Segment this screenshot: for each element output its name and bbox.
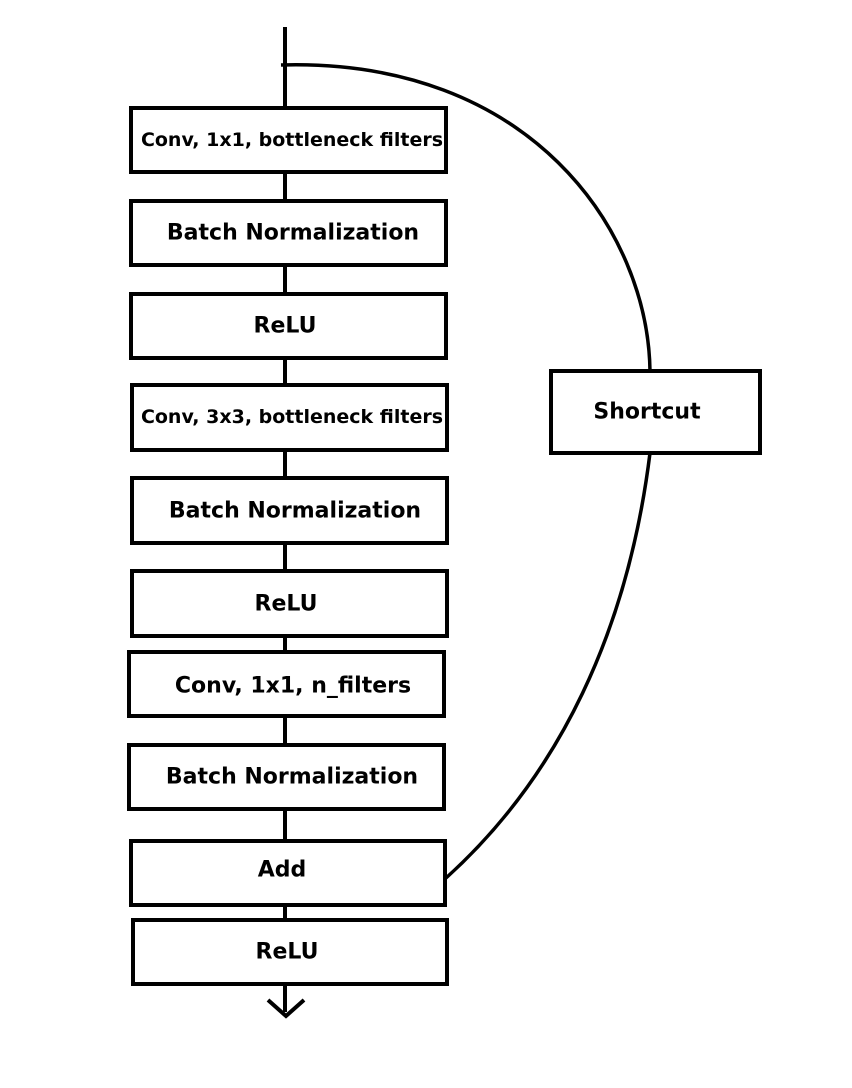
block-conv2: Conv, 3x3, bottleneck filters — [130, 383, 449, 452]
block-conv1: Conv, 1x1, bottleneck filters — [129, 106, 448, 174]
block-conv3-label: Conv, 1x1, n_filters — [175, 674, 411, 699]
block-bn2-box — [130, 476, 449, 545]
block-bn3-label: Batch Normalization — [166, 765, 418, 790]
output-arrow-icon — [266, 998, 306, 1019]
block-relu1-box — [129, 292, 448, 360]
block-bn3-box — [127, 743, 446, 811]
block-relu3-label: ReLU — [256, 940, 319, 965]
shortcut-label: Shortcut — [593, 400, 701, 425]
block-conv2-box — [130, 383, 449, 452]
block-relu2: ReLU — [130, 569, 449, 638]
block-bn1-box — [129, 199, 448, 267]
block-bn1: Batch Normalization — [129, 199, 448, 267]
block-bn1-label: Batch Normalization — [167, 221, 419, 246]
block-add-box — [129, 839, 447, 907]
block-conv1-label: Conv, 1x1, bottleneck filters — [141, 129, 443, 151]
shortcut-upper-curve — [280, 63, 652, 372]
block-bn3: Batch Normalization — [127, 743, 446, 811]
shortcut-block: Shortcut — [549, 369, 762, 455]
block-relu1-label: ReLU — [254, 314, 317, 339]
block-relu1: ReLU — [129, 292, 448, 360]
block-relu2-box — [130, 569, 449, 638]
block-conv3-box — [127, 650, 446, 718]
block-add-label: Add — [258, 858, 307, 883]
block-conv3: Conv, 1x1, n_filters — [127, 650, 446, 718]
block-relu3: ReLU — [131, 918, 449, 986]
block-bn2-label: Batch Normalization — [169, 499, 421, 524]
block-add: Add — [129, 839, 447, 907]
block-relu2-label: ReLU — [255, 592, 318, 617]
shortcut-lower-curve — [444, 452, 652, 880]
block-bn2: Batch Normalization — [130, 476, 449, 545]
block-conv1-box — [129, 106, 448, 174]
block-conv2-label: Conv, 3x3, bottleneck filters — [141, 406, 443, 428]
shortcut-box — [549, 369, 762, 455]
block-relu3-box — [131, 918, 449, 986]
